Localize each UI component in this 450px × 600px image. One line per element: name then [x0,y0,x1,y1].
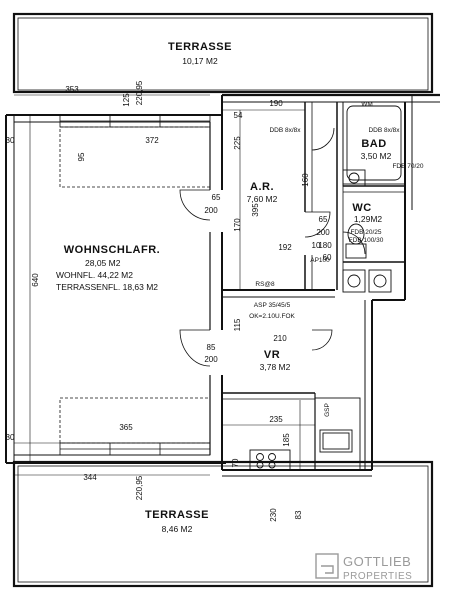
note-ddb-a: DDB 8x/8x [269,127,301,134]
wc-area: 1,29M2 [354,214,383,224]
dim-185: 185 [282,433,291,447]
dim-225: 225 [233,136,242,150]
dim-235: 235 [269,415,283,424]
window-top [59,114,211,188]
washing-machine [342,269,392,293]
note-ok: OK=2.10U.FOK [249,313,295,320]
dimension-lines [14,94,315,476]
note-ap: AP100 [310,257,330,264]
bath-area: 3,50 M2 [361,151,392,161]
dim-65-b: 65 [319,215,328,224]
dim-200-a: 200 [204,206,218,215]
dim-192: 192 [278,243,292,252]
dim-70: 70 [231,458,240,467]
dim-10: 10 [312,241,321,250]
dim-60: 60 [323,253,332,262]
wc-name: WC [352,202,371,214]
note-fdb-1: FDB 20/25 [350,229,381,236]
logo-name: GOTTLIEB [343,554,411,569]
dim-125: 125 [122,93,131,107]
dim-200-b: 200 [316,228,330,237]
note-wm: WM [361,101,373,108]
living-area-total: WOHNFL. 44,22 M2 [56,270,133,280]
dim-170: 170 [233,218,242,232]
bathtub [342,101,406,185]
toilet [345,223,367,259]
dim-180: 180 [318,241,332,250]
terrace-bottom-name: TERRASSE [145,509,209,521]
logo-sub: PROPERTIES [343,571,412,582]
terrace-top-name: TERRASSE [168,41,232,53]
bath-name: BAD [361,138,386,150]
terrace-top-area: 10,17 M2 [182,56,218,66]
dim-200-c: 200 [204,355,218,364]
note-rs: RS@8 [255,281,275,288]
gottlieb-properties-logo: GOTTLIEB PROPERTIES [315,553,412,582]
storage-room-area: 7,60 M2 [247,194,278,204]
terrace-top-railing [12,12,434,94]
dim-160: 160 [301,173,310,187]
note-gsp: GSP [324,403,331,417]
kitchen-counter [249,397,361,471]
dim-220-95-bottom: 220,95 [135,475,144,500]
dim-115: 115 [233,318,242,331]
dim-85: 85 [207,343,216,352]
dim-54: 54 [234,111,243,120]
washbasin [342,169,366,187]
dim-640: 640 [31,273,40,287]
note-asp: ASP 35/45/5 [254,302,291,309]
note-fdb-3: FDB 70/20 [392,163,423,170]
note-fdb-2: FDB 100/30 [349,237,384,244]
dim-344: 344 [83,473,97,482]
dim-30: 30 [6,136,15,145]
living-room-name: WOHNSCHLAFR. [64,244,160,256]
dim-83: 83 [294,510,303,519]
dim-353: 353 [65,85,79,94]
hall-name: VR [264,349,280,361]
hall-area: 3,78 M2 [260,362,291,372]
dim-395: 395 [251,203,260,217]
dim-230: 230 [269,508,278,522]
storage-room-name: A.R. [250,181,274,193]
dim-65-a: 65 [212,193,221,202]
terrace-area-total: TERRASSENFL. 18,63 M2 [56,282,158,292]
living-room-area: 28,05 M2 [85,258,121,268]
dim-220-95-top: 220,95 [135,80,144,105]
door-swings [179,127,366,367]
dim-372: 372 [145,136,159,145]
note-ddb-b: DDB 8x/8x [368,127,400,134]
terrace-bottom-area: 8,46 M2 [162,524,193,534]
dim-365: 365 [119,423,133,432]
dim-210: 210 [273,334,287,343]
dim-30-b: 30 [6,433,15,442]
dim-190: 190 [269,99,283,108]
dim-95: 95 [77,152,86,161]
window-bottom [59,397,211,456]
